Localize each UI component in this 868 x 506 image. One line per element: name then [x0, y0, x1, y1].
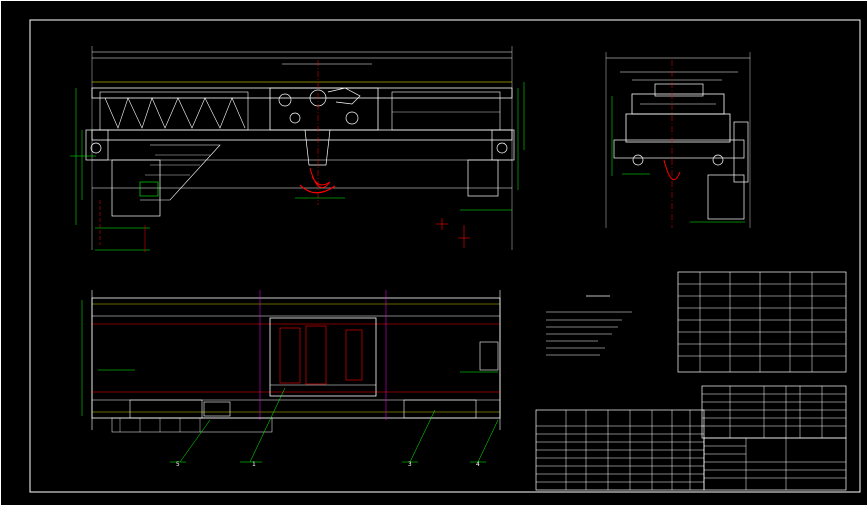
front-elevation-view	[70, 46, 525, 252]
title-block	[703, 437, 847, 491]
performance-table	[535, 409, 705, 491]
callout-4: 4	[476, 461, 480, 468]
plan-view	[81, 290, 501, 463]
callout-5: 5	[176, 461, 180, 468]
technical-notes-block	[546, 295, 632, 356]
callout-1: 1	[252, 461, 256, 468]
drawing-frame	[29, 19, 861, 493]
parameter-table	[677, 271, 847, 373]
callout-3: 3	[408, 461, 412, 468]
side-elevation-view	[605, 52, 751, 228]
bom-table	[701, 385, 847, 439]
